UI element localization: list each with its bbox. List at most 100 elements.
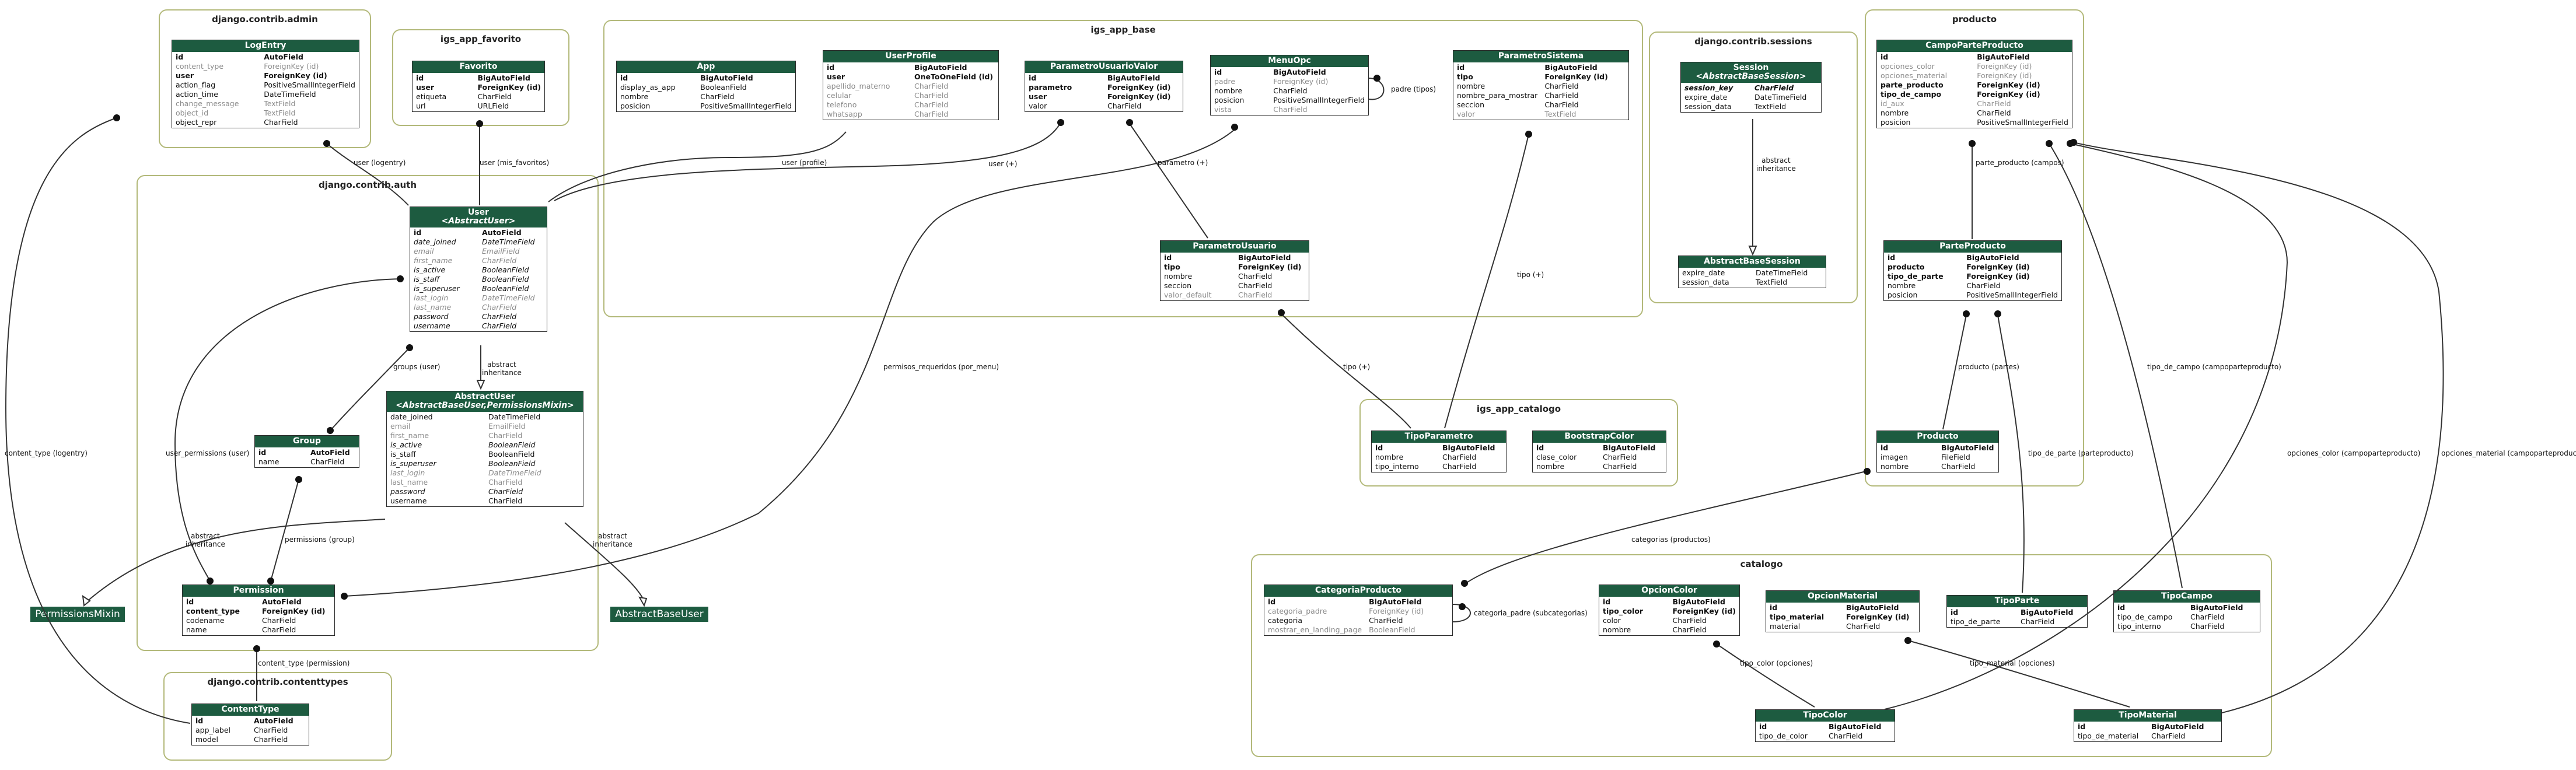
entity-abstractbaseuser[interactable]: AbstractBaseUser (610, 607, 708, 622)
entity-header: CategoriaProducto (1264, 585, 1452, 597)
entity-header: CampoParteProducto (1877, 40, 2072, 52)
entity-title: LogEntry (244, 41, 286, 50)
cluster-contenttypes: django.contrib.contenttypes (163, 672, 392, 761)
field-type: BigAutoField (1369, 597, 1422, 606)
field-type: EmailField (482, 247, 520, 256)
field-name: id (258, 448, 267, 457)
edge-user-logentry (323, 140, 409, 206)
field-type: CharField (488, 431, 523, 440)
entity-header: ParametroSistema (1453, 51, 1628, 62)
field-name: change_message (176, 99, 239, 108)
field-name: id (2117, 603, 2126, 612)
field-type: BooleanField (482, 265, 529, 274)
cluster-title: django.contrib.sessions (1694, 36, 1812, 47)
field-type: BigAutoField (1966, 253, 2019, 262)
cluster-producto: producto (1865, 9, 2084, 487)
field-type: AutoField (254, 716, 293, 725)
field-name: user (1029, 92, 1047, 101)
edge-permissions-group (267, 476, 302, 584)
entity-header: ParametroUsuario (1161, 241, 1309, 253)
field-type: ForeignKey (id) (1977, 62, 2032, 71)
field-type: BigAutoField (1603, 443, 1656, 452)
edge-label: content_type (permission) (258, 659, 350, 667)
field-type: CharField (1966, 281, 2001, 290)
field-name: opciones_material (1881, 71, 1948, 80)
edge-label: groups (user) (393, 363, 441, 371)
cluster-title: django.contrib.contenttypes (207, 677, 348, 687)
field-name: tipo_interno (1375, 462, 1419, 471)
field-name: is_staff (414, 275, 440, 284)
field-name: id (620, 74, 628, 82)
entity-subtitle: <AbstractBaseSession> (1696, 72, 1806, 81)
field-name: name (186, 625, 207, 634)
field-name: celular (827, 91, 852, 100)
field-name: id (416, 74, 424, 82)
field-type: CharField (1754, 83, 1794, 92)
field-type: CharField (1442, 453, 1477, 461)
field-name: parametro (1029, 83, 1072, 92)
field-type: BigAutoField (1977, 52, 2030, 61)
edge-user-favorito (476, 120, 483, 205)
field-type: PositiveSmallIntegerField (700, 102, 792, 110)
field-type: BooleanField (482, 284, 529, 293)
field-type: CharField (254, 735, 288, 744)
entity-abstractuser[interactable]: AbstractUser<AbstractBaseUser,Permission… (386, 391, 583, 507)
field-name: apellido_materno (827, 82, 890, 90)
entity-header: ParametroUsuarioValor (1025, 61, 1183, 73)
